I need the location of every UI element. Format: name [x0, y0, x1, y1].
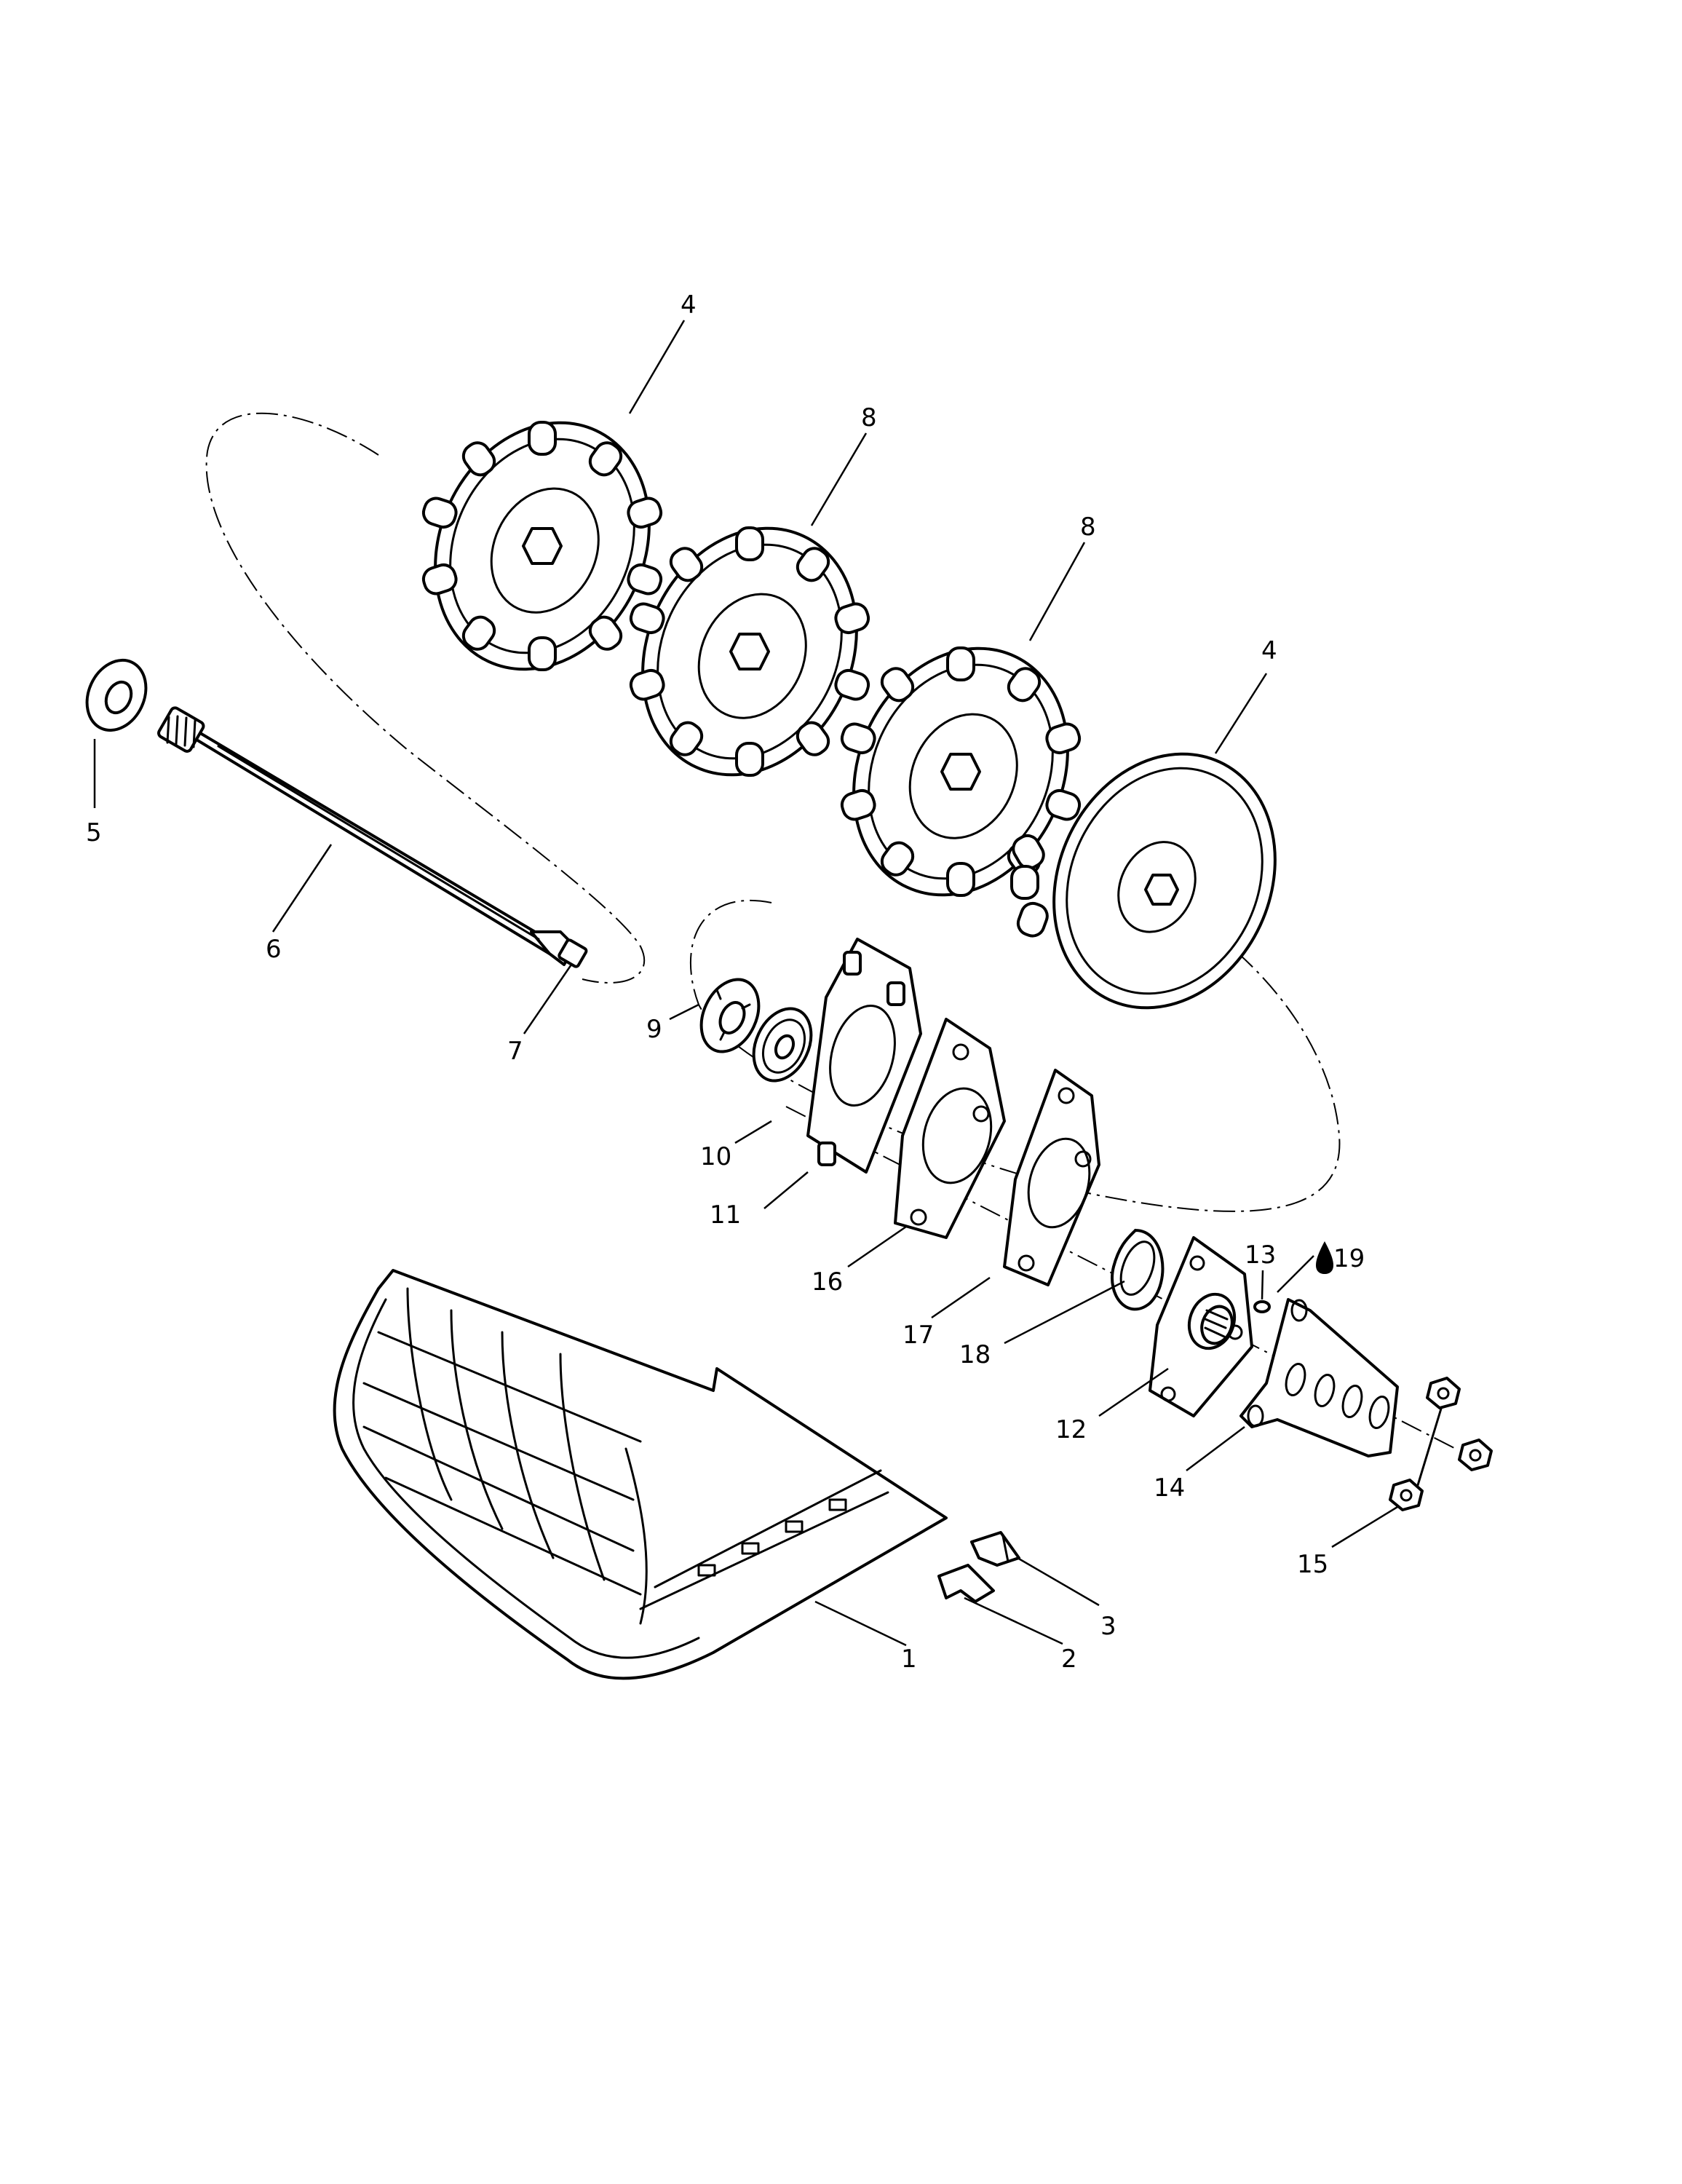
callout-6: 6	[266, 935, 282, 964]
callout-17: 17	[903, 1321, 934, 1350]
bearing-flange	[806, 938, 922, 1174]
hex-nut-3	[1389, 1479, 1424, 1511]
drive-axle	[157, 706, 588, 968]
callout-18: 18	[959, 1340, 991, 1369]
leader-4a	[628, 320, 686, 414]
support-bracket	[1239, 1298, 1399, 1457]
leader-6	[271, 844, 333, 933]
spacer-plate	[1003, 1069, 1100, 1286]
leader-3	[1017, 1556, 1100, 1607]
leader-14	[1186, 1426, 1245, 1471]
outer-sprocket-right	[1010, 752, 1277, 1010]
callout-4-top: 4	[681, 290, 697, 320]
callout-16: 16	[812, 1267, 843, 1297]
callout-4-right: 4	[1261, 636, 1277, 665]
callout-19: 19	[1333, 1244, 1365, 1273]
callout-15: 15	[1297, 1550, 1328, 1579]
ball-bearing	[752, 1007, 813, 1083]
circlip	[1111, 1229, 1165, 1311]
callout-9: 9	[646, 1015, 662, 1044]
track-stud	[970, 1531, 1020, 1567]
leader-18	[1004, 1280, 1125, 1345]
hex-nut-1	[1426, 1377, 1461, 1409]
leader-17	[931, 1276, 991, 1319]
callout-3: 3	[1100, 1612, 1116, 1641]
leader-15	[1331, 1506, 1398, 1548]
leader-19	[1277, 1255, 1314, 1293]
thrust-washer	[85, 658, 148, 732]
callout-7: 7	[507, 1037, 523, 1066]
callout-1: 1	[901, 1645, 917, 1674]
leader-10	[734, 1120, 772, 1144]
callout-5: 5	[86, 818, 102, 847]
leader-7	[523, 964, 573, 1034]
leader-2	[964, 1597, 1063, 1645]
callout-14: 14	[1154, 1473, 1185, 1503]
assembly-guide-upper	[205, 412, 646, 984]
leader-4b	[1214, 673, 1268, 754]
nut-alignment-line	[1416, 1407, 1443, 1487]
leader-11	[763, 1171, 809, 1209]
track-clip	[937, 1564, 995, 1603]
callout-10: 10	[700, 1142, 731, 1171]
bearing-housing	[1149, 1236, 1253, 1417]
callout-13: 13	[1245, 1241, 1276, 1270]
grease-fitting	[1253, 1300, 1271, 1313]
leader-1	[814, 1600, 907, 1647]
hex-nut-2	[1458, 1439, 1493, 1471]
leader-8a	[810, 432, 868, 526]
leader-16	[847, 1225, 907, 1268]
callout-2: 2	[1061, 1645, 1077, 1674]
leader-13	[1261, 1270, 1264, 1300]
flange-gasket	[894, 1018, 1006, 1239]
callout-11: 11	[710, 1200, 741, 1230]
retainer-nut	[699, 978, 761, 1053]
oil-drop-icon	[1316, 1241, 1333, 1274]
leader-12	[1098, 1367, 1169, 1417]
leader-9	[669, 1003, 699, 1021]
leader-8b	[1028, 542, 1086, 641]
rubber-track	[333, 1269, 948, 1680]
assembly-guide-lower	[689, 899, 1341, 1212]
callout-8-right: 8	[1080, 513, 1096, 542]
callout-8-left: 8	[861, 403, 877, 432]
callout-12: 12	[1055, 1415, 1087, 1444]
